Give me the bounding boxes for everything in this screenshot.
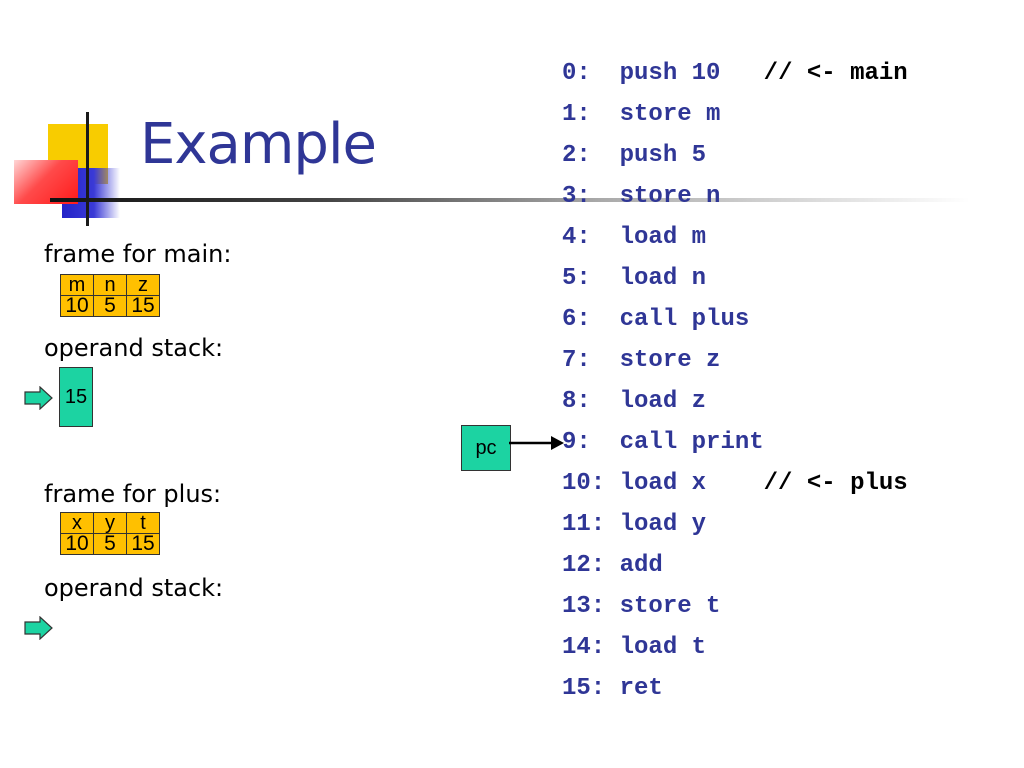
slide-title: Example	[140, 112, 377, 177]
code-line-number: 13:	[562, 593, 606, 620]
stack-pointer-arrow-icon	[24, 616, 53, 640]
code-line: 14: load t	[562, 632, 908, 673]
code-line-number: 5:	[562, 265, 591, 292]
code-line-number: 11:	[562, 511, 606, 538]
code-line-number: 10:	[562, 470, 606, 497]
main-frame-table: m n z 10 5 15	[60, 274, 160, 317]
stack-pointer-arrow-icon	[24, 386, 53, 410]
code-line-number: 4:	[562, 224, 591, 251]
code-instruction: push 5	[619, 142, 707, 169]
pc-box: pc	[461, 425, 511, 471]
code-line-number: 9:	[562, 429, 591, 456]
code-line: 4: load m	[562, 222, 908, 263]
code-instruction: store n	[619, 183, 721, 210]
code-instruction: add	[619, 552, 663, 579]
code-instruction: call plus	[619, 306, 750, 333]
code-line: 9: call print	[562, 427, 908, 468]
code-line-number: 2:	[562, 142, 591, 169]
main-val-cell: 10	[60, 295, 94, 317]
code-instruction: load n	[619, 265, 707, 292]
code-line-number: 8:	[562, 388, 591, 415]
code-instruction: load t	[619, 634, 707, 661]
code-line-number: 0:	[562, 60, 591, 87]
code-line: 13: store t	[562, 591, 908, 632]
title-underline	[50, 198, 970, 202]
code-line-number: 6:	[562, 306, 591, 333]
code-instruction: store z	[619, 347, 721, 374]
code-instruction: call print	[619, 429, 764, 456]
code-line-number: 3:	[562, 183, 591, 210]
code-line: 10: load x // <- plus	[562, 468, 908, 509]
code-line-number: 12:	[562, 552, 606, 579]
code-line: 11: load y	[562, 509, 908, 550]
code-line: 8: load z	[562, 386, 908, 427]
code-line: 6: call plus	[562, 304, 908, 345]
title-decoration-red	[14, 160, 78, 204]
main-stack-label: operand stack:	[44, 334, 224, 362]
code-instruction: load x	[619, 470, 707, 497]
code-comment: // <- plus	[763, 470, 908, 497]
code-line: 2: push 5	[562, 140, 908, 181]
code-instruction: push 10	[619, 60, 721, 87]
code-instruction: load z	[619, 388, 707, 415]
code-line: 5: load n	[562, 263, 908, 304]
code-instruction: load y	[619, 511, 707, 538]
plus-val-cell: 10	[60, 533, 94, 555]
code-line-number: 7:	[562, 347, 591, 374]
code-line: 12: add	[562, 550, 908, 591]
code-instruction: store t	[619, 593, 721, 620]
code-instruction: store m	[619, 101, 721, 128]
plus-frame-label: frame for plus:	[44, 480, 222, 508]
main-stack-cell: 15	[59, 367, 93, 427]
code-comment: // <- main	[763, 60, 908, 87]
code-instruction: ret	[619, 675, 663, 702]
plus-var-cell: y	[93, 512, 127, 534]
plus-val-cell: 15	[126, 533, 160, 555]
code-line: 15: ret	[562, 673, 908, 714]
code-line: 7: store z	[562, 345, 908, 386]
main-frame-label: frame for main:	[44, 240, 232, 268]
title-decoration-vertical-line	[86, 112, 89, 226]
code-line-number: 1:	[562, 101, 591, 128]
code-line: 1: store m	[562, 99, 908, 140]
main-var-cell: n	[93, 274, 127, 296]
plus-var-cell: t	[126, 512, 160, 534]
pc-arrow-icon	[509, 436, 564, 450]
plus-stack-label: operand stack:	[44, 574, 224, 602]
plus-val-cell: 5	[93, 533, 127, 555]
main-val-cell: 15	[126, 295, 160, 317]
plus-var-cell: x	[60, 512, 94, 534]
code-line-number: 14:	[562, 634, 606, 661]
main-var-cell: m	[60, 274, 94, 296]
code-line: 3: store n	[562, 181, 908, 222]
code-instruction: load m	[619, 224, 707, 251]
main-var-cell: z	[126, 274, 160, 296]
code-line: 0: push 10 // <- main	[562, 58, 908, 99]
code-line-number: 15:	[562, 675, 606, 702]
main-val-cell: 5	[93, 295, 127, 317]
plus-frame-table: x y t 10 5 15	[60, 512, 160, 555]
